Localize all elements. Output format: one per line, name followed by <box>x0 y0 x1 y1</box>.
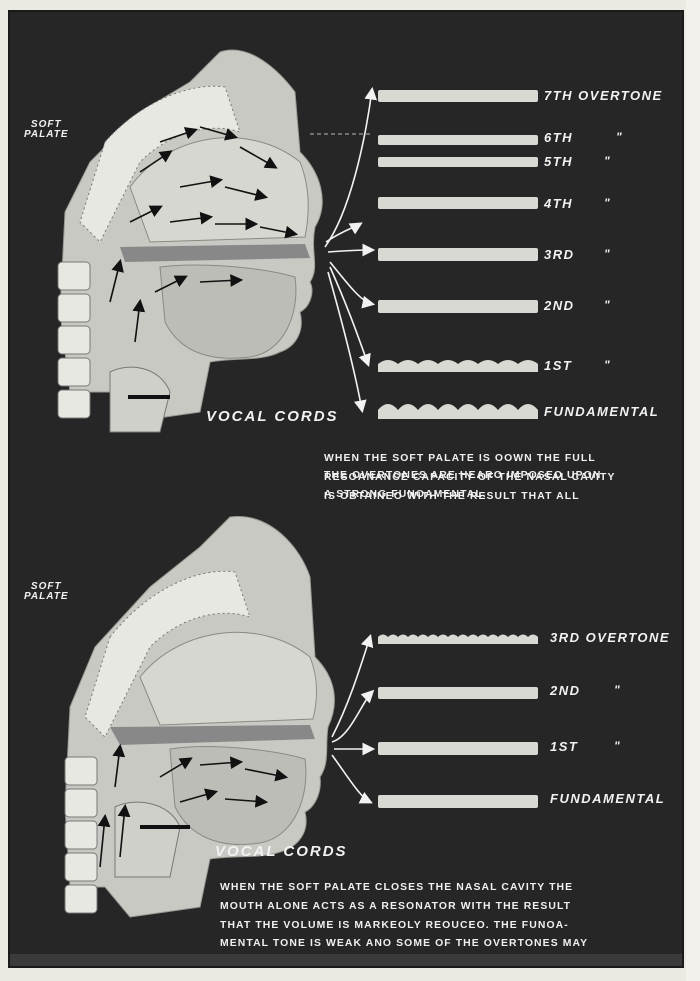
panel-soft-palate-closed: THE OVERTONES ARE HEARO IMPOSEO UPON A S… <box>10 487 682 968</box>
overtone-label-2nd-bottom: 2ND <box>550 683 581 698</box>
soft-palate-label-bottom: SOFT PALATE <box>24 582 69 602</box>
overtone-label-fundamental-bottom: FUNDAMENTAL <box>550 791 665 806</box>
vocal-cords-label-bottom: VOCAL CORDS <box>215 843 348 860</box>
ditto-mark-1st-bottom: " <box>614 739 620 753</box>
band-2nd-bottom <box>378 687 538 699</box>
band-1st-bottom <box>378 742 538 755</box>
spine-vertebrae-bottom <box>65 757 97 913</box>
sound-arrows-bottom <box>332 637 372 802</box>
band-3rd-bottom <box>378 635 538 645</box>
band-6th <box>378 135 538 145</box>
illustration-plate: SOFT PALATE VOCAL CORDS 7TH OVERTONE 6TH… <box>8 10 684 968</box>
ditto-mark-1st: " <box>604 358 610 372</box>
band-fundamental <box>378 404 538 419</box>
overtone-label-6th: 6TH <box>544 130 573 145</box>
sound-arrows <box>325 90 372 410</box>
vocal-cords-label: VOCAL CORDS <box>206 408 339 425</box>
soft-palate-label-line2: PALATE <box>24 130 69 140</box>
caption-bottom-line: MENTAL TONE IS WEAK ANO SOME OF THE OVER… <box>220 935 588 954</box>
overtone-label-1st-bottom: 1ST <box>550 739 578 754</box>
caption-bottom-line: THAT THE VOLUME IS MARKEOLY REOUCEO. THE… <box>220 917 588 936</box>
page-margin <box>686 0 700 981</box>
overtone-label-2nd: 2ND <box>544 298 575 313</box>
band-1st <box>378 360 538 372</box>
overtone-label-1st: 1ST <box>544 358 572 373</box>
caption-bottom-line: MOUTH ALONE ACTS AS A RESONATOR WITH THE… <box>220 898 588 917</box>
caption-top-line: WHEN THE SOFT PALATE IS OOWN THE FULL <box>324 450 616 469</box>
overtone-label-7th: 7TH OVERTONE <box>544 88 663 103</box>
band-3rd <box>378 248 538 261</box>
ditto-mark-6th: " <box>616 130 622 144</box>
spine-vertebrae <box>58 262 90 418</box>
ditto-mark-2nd-bottom: " <box>614 683 620 697</box>
caption-bottom: WHEN THE SOFT PALATE CLOSES THE NASAL CA… <box>220 879 588 968</box>
caption-bottom-line: WHEN THE SOFT PALATE CLOSES THE NASAL CA… <box>220 879 588 898</box>
overtone-bands-bottom <box>378 635 538 809</box>
ditto-mark-5th: " <box>604 154 610 168</box>
band-4th <box>378 197 538 209</box>
soft-palate-label-bottom-line2: PALATE <box>24 592 69 602</box>
overtone-label-3rd-bottom: 3RD OVERTONE <box>550 630 670 645</box>
band-5th <box>378 157 538 167</box>
band-fundamental-bottom <box>378 795 538 808</box>
overtone-label-3rd: 3RD <box>544 247 575 262</box>
caption-top-line: THE OVERTONES ARE HEARO IMPOSEO UPON <box>324 467 601 486</box>
caption-bottom-line: BE SUPPRESSEO. <box>220 954 588 968</box>
band-7th <box>378 90 538 102</box>
overtone-label-fundamental: FUNDAMENTAL <box>544 404 659 419</box>
panel-soft-palate-down: SOFT PALATE VOCAL CORDS 7TH OVERTONE 6TH… <box>10 12 682 487</box>
ditto-mark-3rd: " <box>604 247 610 261</box>
ditto-mark-4th: " <box>604 196 610 210</box>
ditto-mark-2nd: " <box>604 298 610 312</box>
overtone-label-5th: 5TH <box>544 154 573 169</box>
overtone-label-4th: 4TH <box>544 196 573 211</box>
soft-palate-label: SOFT PALATE <box>24 120 69 140</box>
overtone-bands <box>378 90 538 419</box>
band-2nd <box>378 300 538 313</box>
